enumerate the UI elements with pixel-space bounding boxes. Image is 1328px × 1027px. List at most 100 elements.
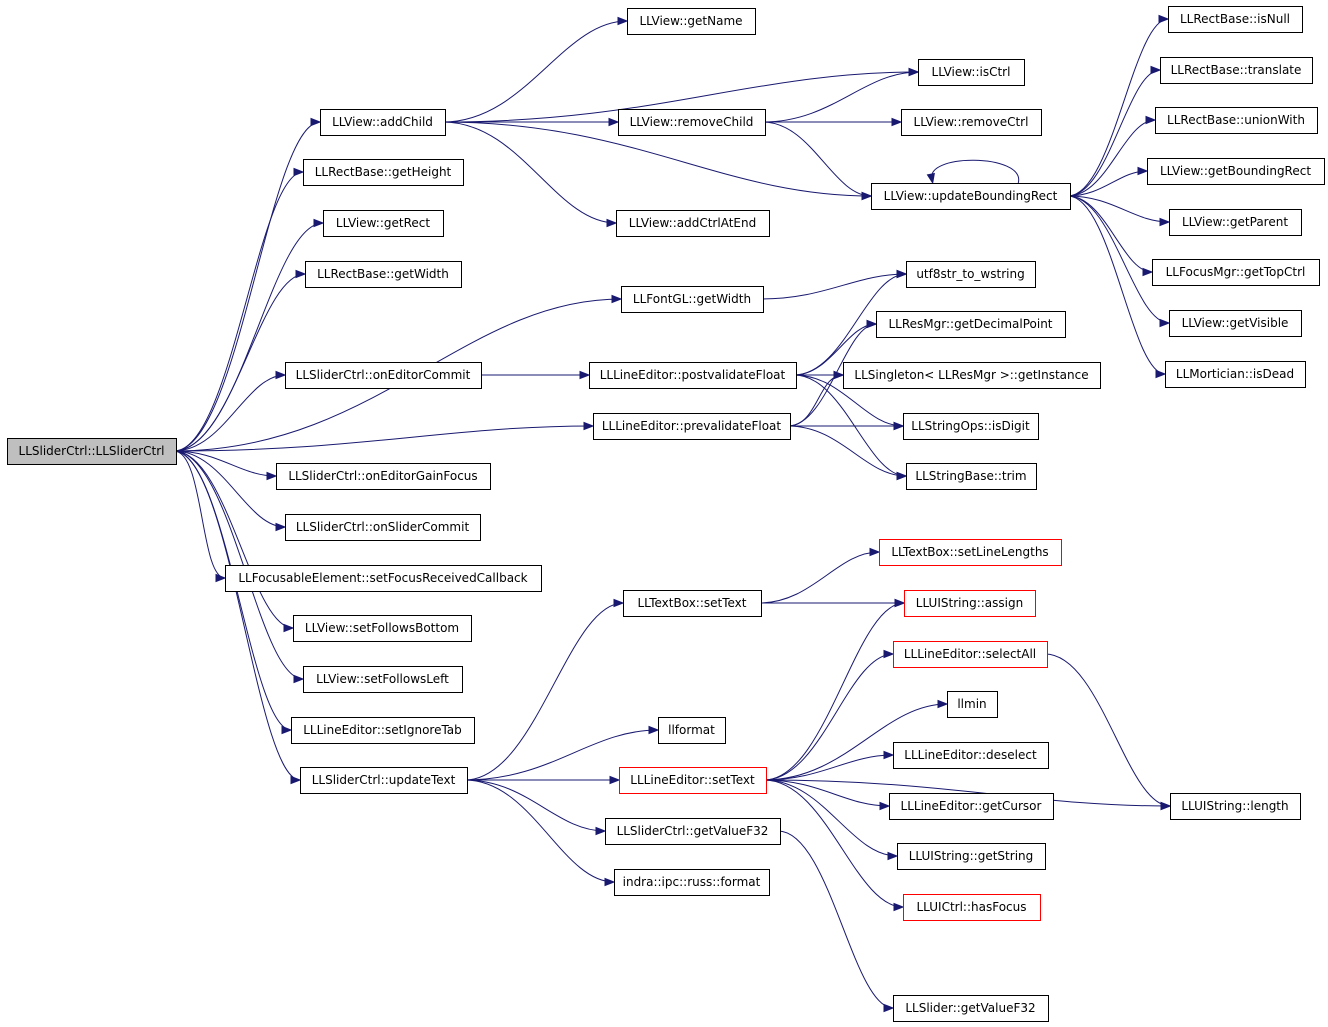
function-node-getHeight[interactable]: LLRectBase::getHeight bbox=[303, 159, 464, 186]
edge-line bbox=[793, 374, 904, 427]
edge-arrowhead bbox=[215, 573, 227, 583]
call-edge-updateText-to-scGetValue bbox=[464, 779, 607, 836]
edge-arrowhead bbox=[896, 269, 908, 279]
edge-arrowhead bbox=[648, 725, 660, 735]
function-node-removeCtrl[interactable]: LLView::removeCtrl bbox=[901, 109, 1042, 136]
node-box bbox=[7, 438, 177, 465]
node-label: LLRectBase::unionWith bbox=[1167, 113, 1305, 127]
edge-line bbox=[173, 425, 594, 452]
function-node-onEditorGainFocus[interactable]: LLSliderCtrl::onEditorGainFocus bbox=[276, 463, 491, 490]
function-node-llformat[interactable]: llformat bbox=[658, 717, 726, 744]
function-node-getTopCtrl[interactable]: LLFocusMgr::getTopCtrl bbox=[1152, 259, 1320, 286]
function-node-fontGetWidth[interactable]: LLFontGL::getWidth bbox=[621, 286, 764, 313]
function-node-utf8[interactable]: utf8str_to_wstring bbox=[906, 261, 1036, 288]
node-box bbox=[285, 362, 482, 389]
function-node-selectAll[interactable]: LLLineEditor::selectAll bbox=[893, 641, 1048, 668]
function-node-getString[interactable]: LLUIString::getString bbox=[897, 843, 1046, 870]
node-label: LLView::setFollowsLeft bbox=[316, 672, 449, 686]
node-label: LLTextBox::setText bbox=[638, 596, 747, 610]
function-node-deselect[interactable]: LLLineEditor::deselect bbox=[893, 742, 1049, 769]
function-node-tbSetText[interactable]: LLTextBox::setText bbox=[623, 590, 762, 617]
function-node-addCtrlAtEnd[interactable]: LLView::addCtrlAtEnd bbox=[616, 210, 770, 237]
edge-arrowhead bbox=[310, 117, 322, 127]
function-node-getInstance[interactable]: LLSingleton< LLResMgr >::getInstance bbox=[843, 362, 1101, 389]
node-label: LLUIString::getString bbox=[909, 849, 1034, 863]
edge-line bbox=[763, 779, 890, 807]
function-node-getName[interactable]: LLView::getName bbox=[627, 8, 756, 35]
edge-arrowhead bbox=[883, 750, 895, 760]
node-label: LLView::getName bbox=[639, 14, 742, 28]
function-node-llmin[interactable]: llmin bbox=[947, 691, 998, 718]
function-node-setIgnoreTab[interactable]: LLLineEditor::setIgnoreTab bbox=[291, 717, 475, 744]
call-edge-leSetText-to-selectAll bbox=[763, 649, 895, 781]
edge-line bbox=[762, 121, 872, 197]
function-node-updateBR[interactable]: LLView::updateBoundingRect bbox=[871, 183, 1071, 210]
function-node-length[interactable]: LLUIString::length bbox=[1170, 793, 1301, 820]
function-node-setFocusCb[interactable]: LLFocusableElement::setFocusReceivedCall… bbox=[225, 565, 542, 592]
function-node-getRect[interactable]: LLView::getRect bbox=[323, 210, 444, 237]
function-node-leSetText[interactable]: LLLineEditor::setText bbox=[619, 767, 767, 794]
node-label: LLLineEditor::prevalidateFloat bbox=[602, 419, 782, 433]
edge-arrowhead bbox=[883, 1003, 895, 1013]
function-node-assign[interactable]: LLUIString::assign bbox=[904, 590, 1036, 617]
node-box bbox=[605, 818, 781, 845]
edge-line bbox=[758, 551, 880, 604]
node-label: LLView::getBoundingRect bbox=[1160, 164, 1311, 178]
node-label: LLFocusMgr::getTopCtrl bbox=[1166, 265, 1306, 279]
function-node-isDigit[interactable]: LLStringOps::isDigit bbox=[903, 413, 1039, 440]
function-node-getVisible[interactable]: LLView::getVisible bbox=[1169, 310, 1302, 337]
function-node-setFollowsLeft[interactable]: LLView::setFollowsLeft bbox=[303, 666, 463, 693]
node-box bbox=[614, 869, 770, 896]
function-node-setLineLengths[interactable]: LLTextBox::setLineLengths bbox=[879, 539, 1062, 566]
node-label: llformat bbox=[668, 723, 715, 737]
function-node-unionWith[interactable]: LLRectBase::unionWith bbox=[1155, 107, 1318, 134]
node-box bbox=[1169, 209, 1302, 236]
edge-arrowhead bbox=[617, 16, 629, 26]
function-node-addChild[interactable]: LLView::addChild bbox=[320, 109, 446, 136]
edge-arrowhead bbox=[608, 117, 620, 127]
edge-arrowhead bbox=[579, 370, 591, 380]
function-node-setFollowsBottom[interactable]: LLView::setFollowsBottom bbox=[293, 615, 472, 642]
edge-line bbox=[464, 779, 615, 883]
function-node-translate[interactable]: LLRectBase::translate bbox=[1160, 57, 1313, 84]
edge-line bbox=[763, 653, 894, 781]
call-edge-updateBR-to-isNull bbox=[1067, 14, 1170, 197]
function-node-isNull[interactable]: LLRectBase::isNull bbox=[1168, 6, 1303, 33]
call-edge-onEditorCommit-to-postvalidate bbox=[479, 370, 591, 380]
node-box bbox=[303, 666, 463, 693]
call-edge-root-to-updateText bbox=[173, 450, 302, 785]
function-node-updateText[interactable]: LLSliderCtrl::updateText bbox=[300, 767, 468, 794]
node-box bbox=[320, 109, 446, 136]
edge-arrowhead bbox=[1137, 166, 1149, 176]
function-node-getBoundingRect[interactable]: LLView::getBoundingRect bbox=[1147, 158, 1325, 185]
function-node-hasFocus[interactable]: LLUICtrl::hasFocus bbox=[903, 894, 1041, 921]
function-node-getDecimalPoint[interactable]: LLResMgr::getDecimalPoint bbox=[876, 311, 1066, 338]
function-node-onSliderCommit[interactable]: LLSliderCtrl::onSliderCommit bbox=[285, 514, 481, 541]
function-node-postvalidate[interactable]: LLLineEditor::postvalidateFloat bbox=[589, 362, 797, 389]
node-box bbox=[593, 413, 791, 440]
edge-line bbox=[763, 754, 894, 781]
edge-line bbox=[931, 159, 1019, 184]
function-node-onEditorCommit[interactable]: LLSliderCtrl::onEditorCommit bbox=[285, 362, 482, 389]
function-node-prevalidate[interactable]: LLLineEditor::prevalidateFloat bbox=[593, 413, 791, 440]
node-label: LLUICtrl::hasFocus bbox=[916, 900, 1026, 914]
node-box bbox=[1160, 57, 1313, 84]
function-node-scGetValue[interactable]: LLSliderCtrl::getValueF32 bbox=[605, 818, 781, 845]
function-node-getCursor[interactable]: LLLineEditor::getCursor bbox=[889, 793, 1054, 820]
edge-line bbox=[173, 121, 321, 452]
node-box bbox=[619, 767, 767, 794]
call-edge-root-to-getHeight bbox=[173, 167, 305, 452]
function-node-isDead[interactable]: LLMortician::isDead bbox=[1165, 361, 1306, 388]
function-node-slGetValue[interactable]: LLSlider::getValueF32 bbox=[893, 995, 1049, 1022]
node-box bbox=[225, 565, 542, 592]
function-node-getParent[interactable]: LLView::getParent bbox=[1169, 209, 1302, 236]
function-node-isCtrl[interactable]: LLView::isCtrl bbox=[918, 59, 1025, 86]
edge-line bbox=[1067, 119, 1156, 197]
function-node-removeChild[interactable]: LLView::removeChild bbox=[618, 109, 766, 136]
function-node-rbGetWidth[interactable]: LLRectBase::getWidth bbox=[305, 261, 462, 288]
call-edge-selectAll-to-length bbox=[1044, 653, 1172, 811]
function-node-russFormat[interactable]: indra::ipc::russ::format bbox=[614, 869, 770, 896]
function-node-trim[interactable]: LLStringBase::trim bbox=[906, 463, 1037, 490]
node-box bbox=[879, 539, 1062, 566]
call-edge-leSetText-to-assign bbox=[763, 598, 906, 781]
